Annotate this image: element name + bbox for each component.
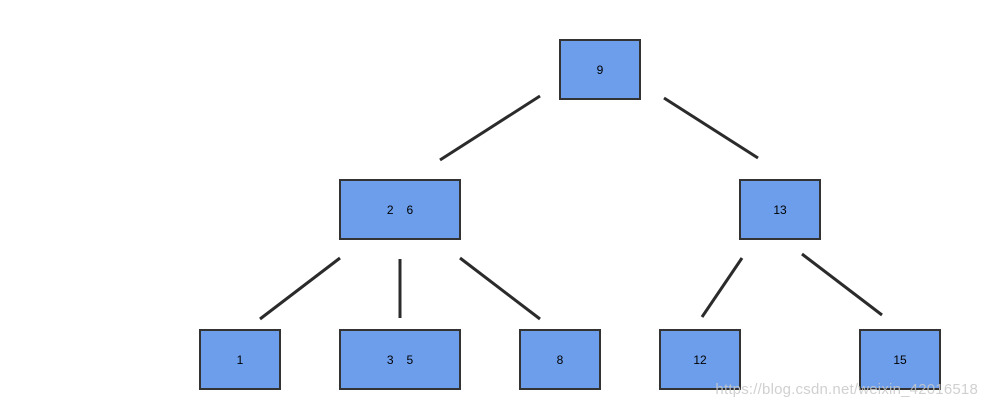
node-key: 2 xyxy=(386,202,394,217)
edge-left-to-left-left xyxy=(259,256,341,321)
node-key: 5 xyxy=(406,352,414,367)
edge-right-to-right-right xyxy=(801,252,883,317)
node-key: 6 xyxy=(406,202,414,217)
node-key: 12 xyxy=(693,352,707,367)
node-key: 15 xyxy=(893,352,907,367)
tree-node-left-left: 1 xyxy=(199,329,281,390)
tree-node-left: 2 6 xyxy=(339,179,461,240)
node-key: 13 xyxy=(773,202,787,217)
node-key: 3 xyxy=(386,352,394,367)
tree-node-right-right: 15 xyxy=(859,329,941,390)
node-key: 8 xyxy=(556,352,564,367)
tree-node-right-left: 12 xyxy=(659,329,741,390)
tree-node-root: 9 xyxy=(559,39,641,100)
edge-left-to-left-right xyxy=(459,256,541,321)
edge-root-to-right xyxy=(663,96,759,160)
watermark: https://blog.csdn.net/weixin_42016518 xyxy=(715,381,978,398)
node-key: 9 xyxy=(596,62,604,77)
node-key: 1 xyxy=(236,352,244,367)
tree-node-right: 13 xyxy=(739,179,821,240)
tree-node-left-middle: 3 5 xyxy=(339,329,461,390)
edge-right-to-right-left xyxy=(700,257,744,318)
tree-node-left-right: 8 xyxy=(519,329,601,390)
edge-root-to-left xyxy=(439,94,541,162)
